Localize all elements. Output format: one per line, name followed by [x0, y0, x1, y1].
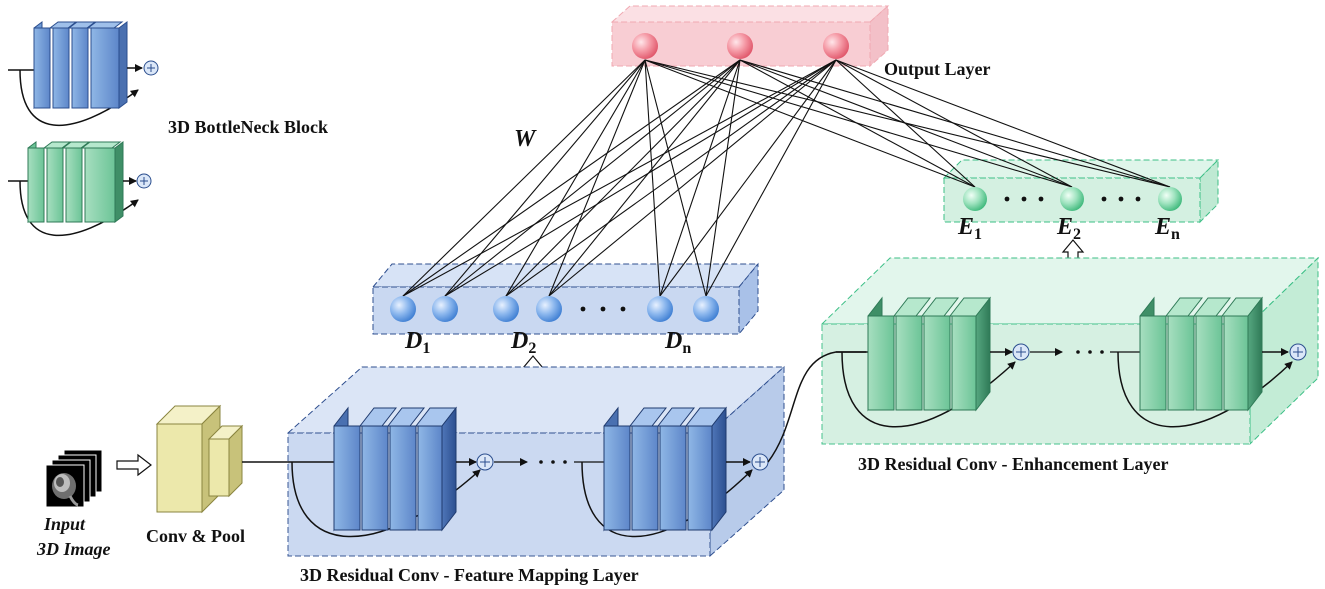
feature-node — [432, 296, 458, 322]
weight-line — [402, 59, 837, 297]
weight-line — [644, 59, 976, 188]
weights-label: W — [514, 126, 536, 152]
enhancement-node — [963, 187, 987, 211]
weight-line — [402, 59, 646, 297]
input-arrow — [116, 453, 152, 477]
legend-green-bottleneck — [8, 141, 152, 237]
weight-line — [644, 59, 707, 297]
weight-line — [705, 59, 741, 297]
enhancement-layer-label: 3D Residual Conv - Enhancement Layer — [858, 454, 1169, 474]
input-label-line1: Input — [44, 514, 86, 534]
feature-residual-block-1 — [242, 406, 494, 538]
conv-pool-label: Conv & Pool — [146, 526, 245, 546]
weight-line — [444, 59, 741, 297]
e1-label: E1 — [958, 214, 983, 243]
weight-line — [644, 59, 1171, 188]
weight-line — [835, 59, 1171, 188]
input-label-line2: 3D Image — [37, 539, 111, 559]
weight-line — [402, 59, 741, 297]
weight-line — [548, 59, 837, 297]
output-layer-box — [610, 4, 890, 68]
enhancement-nodes — [963, 187, 1182, 211]
output-node — [823, 33, 849, 59]
feature-node — [493, 296, 519, 322]
feature-node — [647, 296, 673, 322]
weight-line — [505, 59, 741, 297]
enhancement-dots-arrow — [1030, 348, 1140, 356]
weight-line — [739, 59, 1171, 188]
weight-line — [548, 59, 741, 297]
output-layer-label: Output Layer — [884, 59, 991, 79]
feature-ellipsis — [580, 306, 626, 312]
legend-blue-plates — [33, 21, 128, 109]
weight-line — [444, 59, 837, 297]
e2-label: E2 — [1057, 214, 1082, 243]
feature-to-enhancement-connector — [767, 351, 866, 463]
weight-line — [705, 59, 837, 297]
legend-blue-bottleneck — [8, 21, 159, 127]
weight-line — [659, 59, 741, 297]
weight-line — [444, 59, 646, 297]
output-node — [727, 33, 753, 59]
weight-line — [644, 59, 661, 297]
feature-mapping-layer-label: 3D Residual Conv - Feature Mapping Layer — [300, 565, 639, 585]
en-label: En — [1155, 214, 1180, 243]
feature-dots-arrow — [494, 458, 604, 466]
weight-connections — [402, 59, 1171, 297]
d2-label: D2 — [511, 328, 537, 357]
weight-line — [505, 59, 837, 297]
enhancement-residual-block-1 — [836, 296, 1030, 428]
feature-residual-block-2 — [581, 406, 769, 538]
feature-node — [390, 296, 416, 322]
weight-line — [548, 59, 646, 297]
dn-label: Dn — [665, 328, 692, 357]
conv-pool-block — [155, 404, 244, 514]
feature-node — [536, 296, 562, 322]
feature-nodes — [390, 296, 719, 322]
enhancement-node — [1158, 187, 1182, 211]
weight-line — [644, 59, 1073, 188]
weight-line — [659, 59, 837, 297]
input-image-stack — [45, 449, 103, 508]
output-nodes — [632, 33, 849, 59]
enhancement-residual-block-2 — [1117, 296, 1307, 428]
feature-node — [693, 296, 719, 322]
enhancement-node — [1060, 187, 1084, 211]
enhancement-ellipsis — [1004, 196, 1141, 202]
bottleneck-label: 3D BottleNeck Block — [168, 117, 328, 137]
d1-label: D1 — [405, 328, 431, 357]
weight-line — [505, 59, 646, 297]
output-node — [632, 33, 658, 59]
